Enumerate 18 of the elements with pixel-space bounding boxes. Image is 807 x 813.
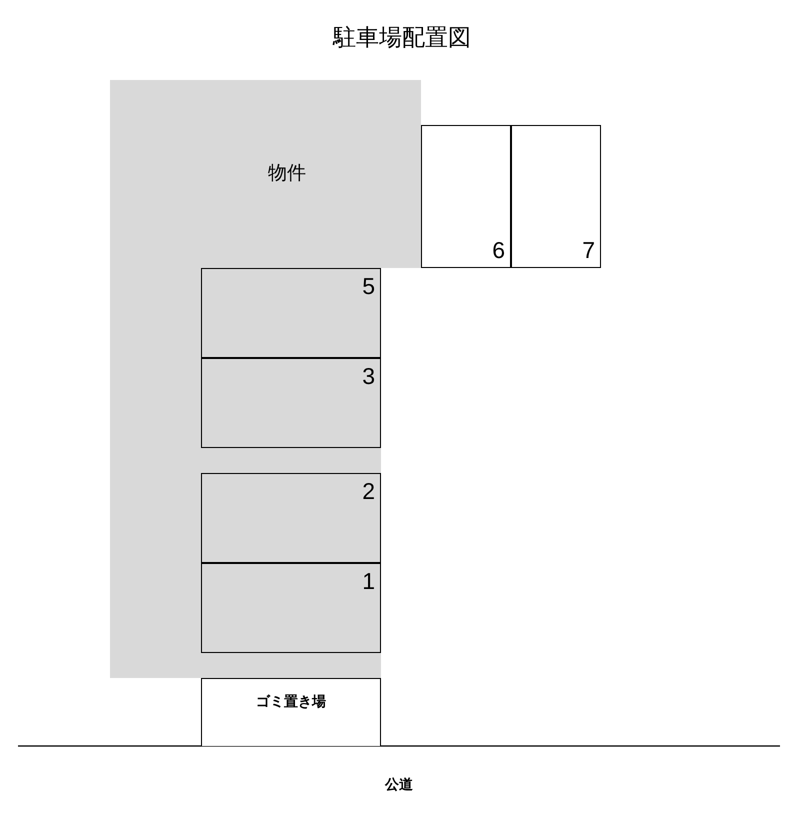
parking-space (421, 125, 511, 268)
parking-space (201, 473, 381, 563)
diagram-title: 駐車場配置図 (333, 26, 471, 49)
space-number: 5 (362, 275, 375, 298)
space-number: 6 (492, 239, 505, 262)
area-label: ゴミ置き場 (255, 694, 327, 708)
parking-space (201, 563, 381, 653)
space-number: 2 (362, 480, 375, 503)
parking-space (511, 125, 601, 268)
road-label: 公道 (385, 777, 413, 791)
building-label: 物件 (268, 164, 306, 183)
parking-space (201, 358, 381, 448)
space-number: 3 (362, 365, 375, 388)
space-number: 1 (362, 570, 375, 593)
space-number: 7 (582, 239, 595, 262)
parking-space (201, 268, 381, 358)
garbage-area (201, 678, 381, 746)
building-area (110, 80, 421, 678)
